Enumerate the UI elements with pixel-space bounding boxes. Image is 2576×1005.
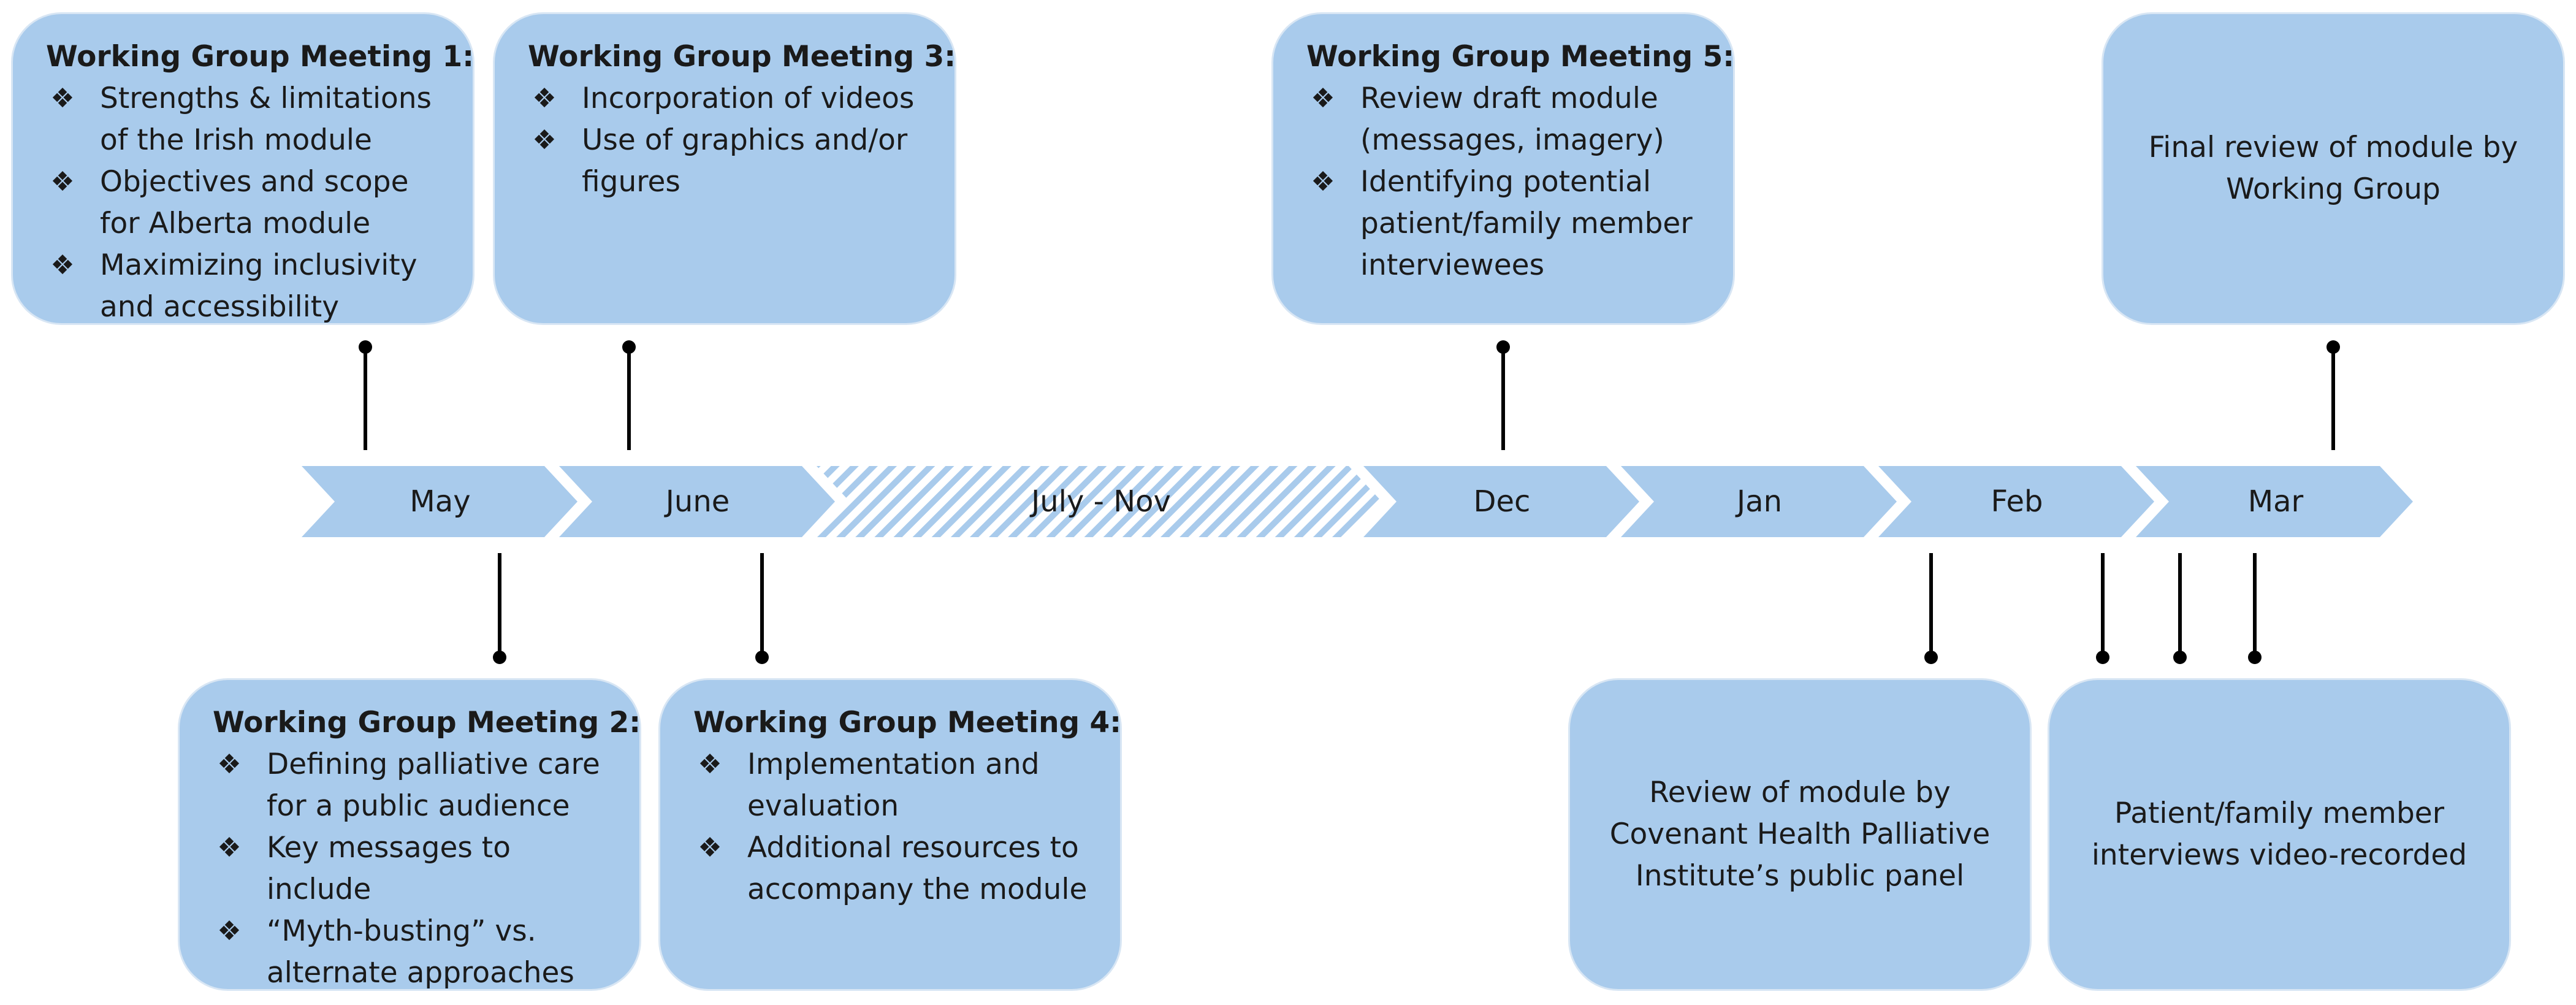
connector-dot-interview-1	[2096, 651, 2109, 664]
interviews-box: Patient/family member interviews video-r…	[2048, 678, 2511, 991]
connector-dot-interview-3	[2248, 651, 2262, 664]
connectors-upper	[364, 347, 2335, 450]
bullet-icon: ❖	[1311, 166, 1335, 197]
month-label-jan: Jan	[1737, 484, 1782, 519]
meeting-4-box: Working Group Meeting 4: ❖Implementation…	[658, 678, 1122, 991]
month-label-feb: Feb	[1991, 484, 2043, 519]
chevron-jan	[1621, 466, 1897, 537]
bullet-icon: ❖	[217, 832, 242, 863]
final-review-box: Final review of module by Working Group	[2102, 12, 2565, 325]
connector-dot-public-panel	[1924, 651, 1938, 664]
final-review-text: Final review of module by Working Group	[2148, 131, 2518, 206]
meeting-5-list: ❖Review draft module(messages, imagery) …	[1306, 78, 1709, 286]
meeting-3-list: ❖Incorporation of videos ❖Use of graphic…	[528, 78, 930, 203]
chevron-july-nov	[817, 466, 1382, 537]
connector-dot-meeting4	[755, 651, 769, 664]
meeting-4-title: Working Group Meeting 4:	[693, 706, 1122, 739]
public-panel-review-text: Review of module by Covenant Health Pall…	[1609, 776, 1991, 893]
month-label-may: May	[410, 484, 471, 519]
chevron-feb	[1878, 466, 2154, 537]
bullet-icon: ❖	[698, 832, 722, 863]
month-label-june: June	[665, 484, 730, 519]
meeting-3-box: Working Group Meeting 3: ❖Incorporation …	[493, 12, 956, 325]
bullet-icon: ❖	[217, 749, 242, 780]
meeting-2-box: Working Group Meeting 2: ❖Defining palli…	[178, 678, 641, 991]
bullet-icon: ❖	[532, 83, 557, 114]
bullet-icon: ❖	[698, 749, 722, 780]
public-panel-review-box: Review of module by Covenant Health Pall…	[1568, 678, 2032, 991]
meeting-5-box: Working Group Meeting 5: ❖Review draft m…	[1271, 12, 1735, 325]
list-item: ❖Incorporation of videos	[528, 78, 930, 120]
connector-dot-final-review	[2326, 340, 2340, 354]
list-item: ❖Review draft module(messages, imagery)	[1306, 78, 1709, 161]
meeting-1-box: Working Group Meeting 1: ❖Strengths & li…	[11, 12, 474, 325]
bullet-icon: ❖	[217, 915, 242, 947]
chevron-mar	[2136, 466, 2413, 537]
connector-dot-meeting3	[622, 340, 636, 354]
interviews-text: Patient/family member interviews video-r…	[2091, 797, 2467, 872]
meeting-1-title: Working Group Meeting 1:	[46, 40, 474, 74]
bullet-icon: ❖	[50, 166, 75, 197]
connector-dot-meeting5	[1496, 340, 1510, 354]
connector-dot-meeting1	[359, 340, 372, 354]
connectors-lower	[498, 553, 2257, 657]
bullet-icon: ❖	[532, 124, 557, 156]
month-label-dec: Dec	[1473, 484, 1531, 519]
chevron-june	[559, 466, 835, 537]
bullet-icon: ❖	[50, 250, 75, 281]
meeting-2-title: Working Group Meeting 2:	[213, 706, 641, 739]
list-item: ❖“Myth-busting” vs.alternate approaches	[213, 911, 615, 994]
bullet-icon: ❖	[50, 83, 75, 114]
meeting-5-title: Working Group Meeting 5:	[1306, 40, 1735, 74]
connector-dot-interview-2	[2173, 651, 2187, 664]
month-label-july-nov: July - Nov	[1031, 484, 1171, 519]
chevron-may	[302, 466, 577, 537]
chevron-dec	[1363, 466, 1639, 537]
connector-dot-meeting2	[493, 651, 506, 664]
bullet-icon: ❖	[1311, 83, 1335, 114]
month-label-mar: Mar	[2247, 484, 2304, 519]
meeting-3-title: Working Group Meeting 3:	[528, 40, 956, 74]
